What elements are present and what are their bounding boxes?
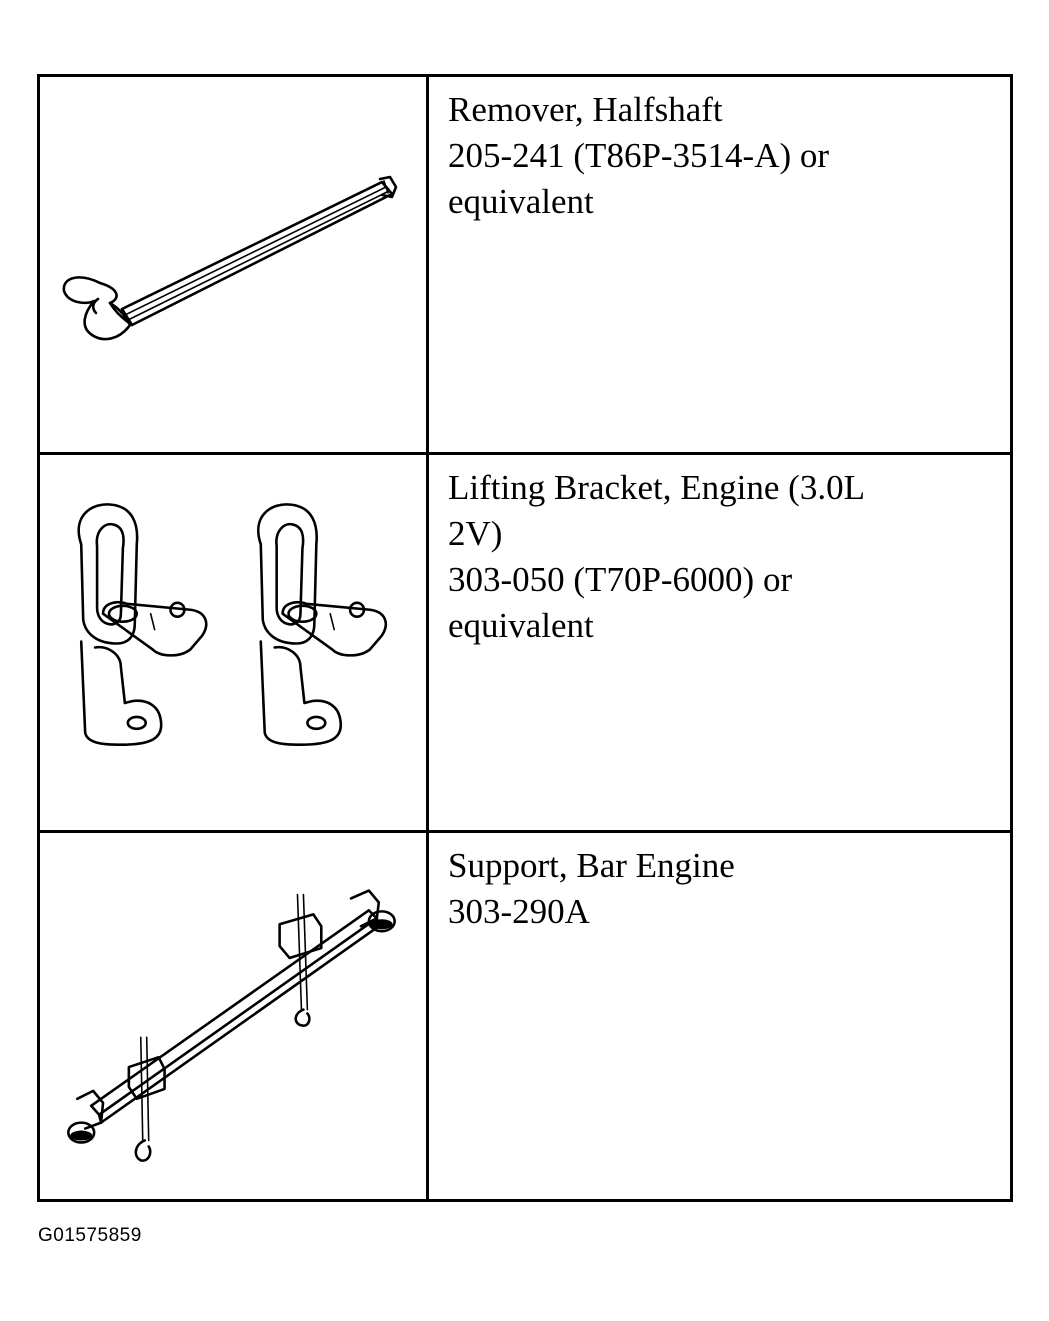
tool-note: equivalent [448,606,594,645]
tool-image-cell [40,833,429,1199]
tool-name: Support, Bar Engine [448,846,735,885]
tool-note: equivalent [448,182,594,221]
tool-description: Remover, Halfshaft 205-241 (T86P-3514-A)… [448,87,990,225]
engine-lifting-bracket-icon [77,503,388,746]
tool-image-cell [40,455,429,830]
halfshaft-remover-icon [62,175,398,341]
tool-name-continued: 2V) [448,514,503,553]
tool-name: Lifting Bracket, Engine (3.0L [448,468,865,507]
table-row: Lifting Bracket, Engine (3.0L 2V) 303-05… [40,452,1010,830]
tool-description: Support, Bar Engine 303-290A [448,843,990,935]
figure-id: G01575859 [38,1225,142,1246]
table-row: Remover, Halfshaft 205-241 (T86P-3514-A)… [40,77,1010,452]
tool-part-number: 303-050 (T70P-6000) or [448,560,793,599]
tool-description: Lifting Bracket, Engine (3.0L 2V) 303-05… [448,465,990,649]
table-row: Support, Bar Engine 303-290A [40,830,1010,1199]
tool-name: Remover, Halfshaft [448,90,723,129]
tool-part-number: 205-241 (T86P-3514-A) or [448,136,830,175]
engine-support-bar-icon [67,889,396,1162]
tool-part-number: 303-290A [448,892,590,931]
tool-image-cell [40,77,429,452]
special-tools-table: Remover, Halfshaft 205-241 (T86P-3514-A)… [37,74,1013,1202]
